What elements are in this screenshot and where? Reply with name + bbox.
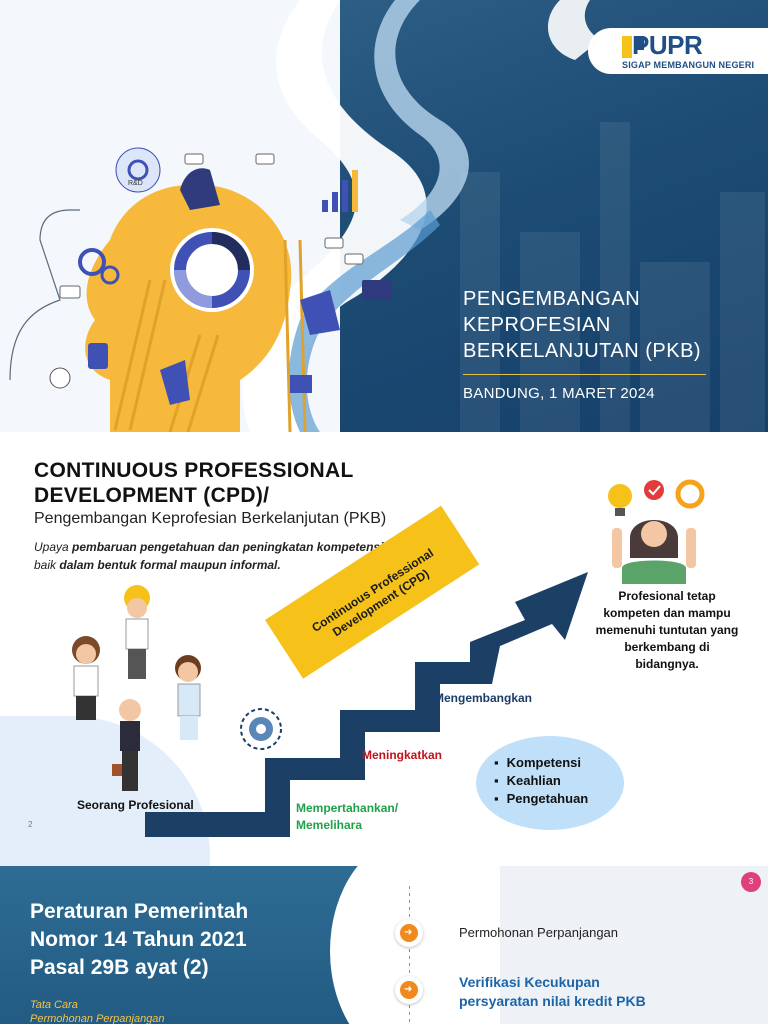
timeline-line [409,886,410,1024]
maintain-label: Mempertahankan/ Memelihara [296,800,398,834]
list-item: Pengetahuan [494,790,589,808]
rnd-label: R&D [128,180,143,187]
slide-subheading: Pengembangan Keprofesian Berkelanjutan (… [34,510,387,527]
improve-label: Meningkatkan [362,748,443,762]
step-item: Verifikasi Kecukupan persyaratan nilai k… [459,973,646,1011]
gear-cycle-icon [240,708,282,750]
step-marker: ➜ [395,919,423,947]
presentation-title: PENGEMBANGAN KEPROFESIAN BERKELANJUTAN (… [463,286,701,364]
outcome-line: berkembang di [624,640,710,654]
regulation-subtitle: Tata Cara Permohonan Perpanjangan [30,998,165,1024]
maintain-line: Mempertahankan/ [296,801,399,815]
outcome-text: Profesional tetap kompeten dan mampu mem… [568,588,766,673]
heading-line: DEVELOPMENT (CPD)/ [34,484,270,507]
subtitle-line: Permohonan Perpanjangan [30,1013,165,1024]
pupr-emblem-icon [622,36,644,58]
outcome-line: memenuhi tuntutan yang [595,623,739,637]
maintain-line: Memelihara [296,818,363,832]
heading-line: Peraturan Pemerintah [30,900,249,923]
definition-text: Upaya pembaruan pengetahuan dan peningka… [34,538,474,574]
slide-heading: CONTINUOUS PROFESSIONAL DEVELOPMENT (CPD… [34,458,354,508]
professional-label: Seorang Profesional [77,798,194,812]
list-item: Kompetensi [494,754,588,772]
title-divider [463,374,706,375]
professionals-illustration [72,585,201,791]
subtitle-line: Tata Cara [30,999,78,1011]
heading-line: Nomor 14 Tahun 2021 [30,928,247,951]
arrow-right-icon: ➜ [404,927,413,938]
competency-list: Kompetensi Keahlian Pengetahuan [494,754,589,808]
lead-part: dalam bentuk formal maupun informal. [59,558,281,572]
successful-professional-icon [608,479,705,584]
step-item: Permohonan Perpanjangan [459,925,619,940]
outcome-line: Profesional tetap [618,589,716,603]
arrow-right-icon: ➜ [404,984,413,995]
competency-ellipse: Kompetensi Keahlian Pengetahuan [476,736,624,830]
heading-line: CONTINUOUS PROFESSIONAL [34,459,354,482]
outcome-line: bidangnya. [635,657,699,671]
page-number: 2 [28,820,33,829]
regulation-panel [0,866,385,1024]
staircase-arrow-graphic [145,572,588,837]
head-illustration: R&D [9,147,392,432]
title-slide: R&D PUPR SIGAP MEMBANGUN NEGERI PENGEMBA… [0,0,768,432]
regulation-slide: Peraturan Pemerintah Nomor 14 Tahun 2021… [0,866,768,1024]
lead-part: Upaya [34,540,73,554]
page-number-badge: 3 [741,872,761,892]
step-line: Verifikasi Kecukupan [459,974,600,990]
logo-wordmark: PUPR [632,30,703,60]
cpd-slide: CONTINUOUS PROFESSIONAL DEVELOPMENT (CPD… [0,432,768,866]
outcome-line: kompeten dan mampu [603,606,731,620]
presentation-date: BANDUNG, 1 MARET 2024 [463,385,655,402]
logo-tagline: SIGAP MEMBANGUN NEGERI [622,60,755,70]
step-line: persyaratan nilai kredit PKB [459,993,646,1009]
list-item: Keahlian [494,772,588,790]
regulation-heading: Peraturan Pemerintah Nomor 14 Tahun 2021… [30,898,248,982]
develop-label: Mengembangkan [434,691,533,705]
title-line: KEPROFESIAN [463,314,611,336]
lead-part: baik [34,558,60,572]
title-line: BERKELANJUTAN (PKB) [463,340,702,362]
pupr-logo: PUPR SIGAP MEMBANGUN NEGERI [588,28,768,74]
lead-part: pembaruan pengetahuan dan peningkatan ko… [72,540,459,554]
title-line: PENGEMBANGAN [463,288,641,310]
step-marker: ➜ [395,976,423,1004]
heading-line: Pasal 29B ayat (2) [30,956,209,979]
